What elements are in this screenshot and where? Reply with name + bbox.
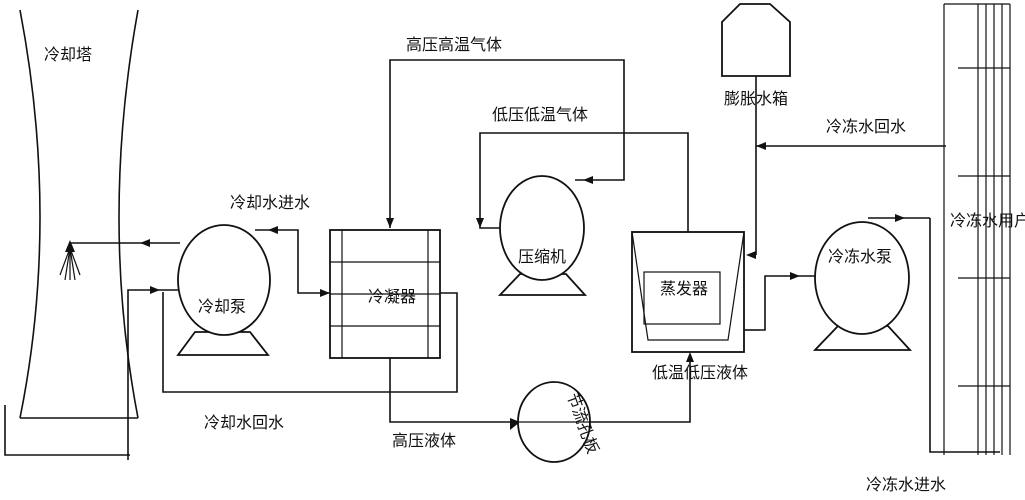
expansion-tank [721,3,791,255]
label-chilled-user: 冷冻水用户 [950,211,1025,230]
label-condenser: 冷凝器 [368,287,416,306]
label-evaporator: 蒸发器 [660,279,708,298]
chilled-water-pump [812,221,913,351]
label-chilled-pump: 冷冻水泵 [828,247,892,266]
label-hp-ht-gas: 高压高温气体 [406,35,502,54]
label-expansion-tank: 膨胀水箱 [724,89,788,108]
chilled-water-users [943,3,1011,455]
cooling-pump [176,224,271,356]
label-chilled-water-in: 冷冻水进水 [866,475,946,494]
throttle-valve [517,381,591,463]
evaporator [631,231,760,353]
label-cooling-water-in: 冷却水进水 [230,193,310,212]
label-hp-liquid: 高压液体 [392,431,456,450]
label-cooling-tower: 冷却塔 [44,45,92,64]
label-compressor: 压缩机 [518,247,566,266]
label-chilled-return: 冷冻水回水 [826,117,906,136]
label-lt-lp-liquid: 低温低压液体 [652,363,748,382]
label-cooling-water-return: 冷却水回水 [204,413,284,432]
cooling-tower [4,9,139,456]
chilled-water-pipes [744,142,1000,453]
label-cooling-pump: 冷却泵 [198,297,246,316]
label-lp-lt-gas: 低压低温气体 [492,105,588,124]
compressor [497,175,588,296]
cooling-water-pipes [70,226,458,460]
condenser [329,229,441,359]
